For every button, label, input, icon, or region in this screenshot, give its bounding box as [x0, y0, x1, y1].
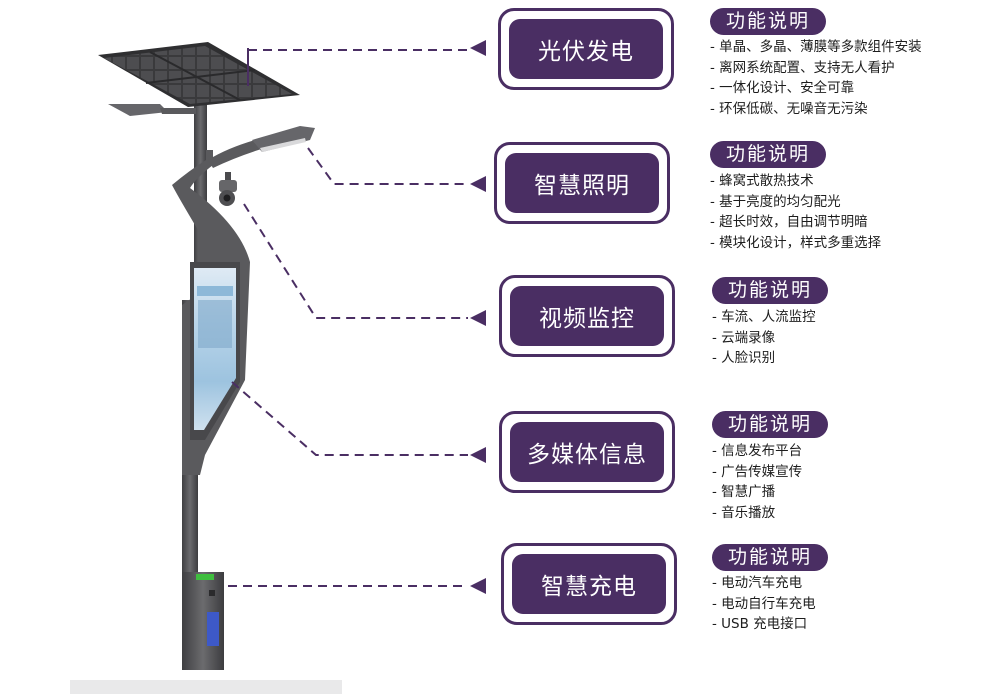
desc-title-solar: 功能说明	[710, 8, 827, 35]
list-item: 车流、人流监控	[712, 307, 816, 328]
list-item: 电动自行车充电	[712, 594, 816, 615]
feature-list-video: 车流、人流监控 云端录像 人脸识别	[712, 307, 816, 369]
feature-list-lighting: 蜂窝式散热技术 基于亮度的均匀配光 超长时效，自由调节明暗 模块化设计，样式多重…	[710, 171, 881, 253]
camera-icon	[219, 172, 237, 206]
feature-box-video: 视频监控	[499, 275, 675, 357]
list-item: 单晶、多晶、薄膜等多款组件安装	[710, 37, 922, 58]
list-item: 人脸识别	[712, 348, 816, 369]
charging-pile-icon	[182, 572, 224, 670]
list-item: 离网系统配置、支持无人看护	[710, 58, 922, 79]
feature-title-video: 视频监控	[510, 286, 664, 346]
feature-list-charging: 电动汽车充电 电动自行车充电 USB 充电接口	[712, 573, 816, 635]
feature-title-media: 多媒体信息	[510, 422, 664, 482]
connector-media	[231, 381, 468, 456]
arrow-left-icon	[470, 176, 486, 192]
list-item: 信息发布平台	[712, 441, 802, 462]
arrow-left-icon	[470, 447, 486, 463]
display-screen-icon	[190, 262, 240, 440]
feature-title-lighting: 智慧照明	[505, 153, 659, 213]
arrow-left-icon	[470, 40, 486, 56]
desc-title-lighting: 功能说明	[710, 141, 827, 168]
list-item: 智慧广播	[712, 482, 802, 503]
arrow-left-icon	[470, 310, 486, 326]
desc-title-charging: 功能说明	[712, 544, 829, 571]
list-item: 超长时效，自由调节明暗	[710, 212, 881, 233]
ground-shadow	[70, 680, 342, 694]
feature-title-charging: 智慧充电	[512, 554, 666, 614]
lamp-head-icon	[108, 104, 315, 152]
list-item: USB 充电接口	[712, 614, 816, 635]
list-item: 云端录像	[712, 328, 816, 349]
arrow-left-icon	[470, 578, 486, 594]
list-item: 广告传媒宣传	[712, 462, 802, 483]
feature-box-solar: 光伏发电	[498, 8, 674, 90]
desc-title-video: 功能说明	[712, 277, 829, 304]
list-item: 电动汽车充电	[712, 573, 816, 594]
feature-list-solar: 单晶、多晶、薄膜等多款组件安装 离网系统配置、支持无人看护 一体化设计、安全可靠…	[710, 37, 922, 119]
feature-box-charging: 智慧充电	[501, 543, 677, 625]
solar-panel-icon	[98, 42, 300, 107]
arrow-icons	[470, 40, 486, 594]
desc-title-media: 功能说明	[712, 411, 829, 438]
list-item: 模块化设计，样式多重选择	[710, 233, 881, 254]
feature-title-solar: 光伏发电	[509, 19, 663, 79]
connector-video	[243, 203, 468, 319]
feature-list-media: 信息发布平台 广告传媒宣传 智慧广播 音乐播放	[712, 441, 802, 523]
connector-lines	[228, 49, 468, 587]
list-item: 基于亮度的均匀配光	[710, 192, 881, 213]
feature-box-lighting: 智慧照明	[494, 142, 670, 224]
list-item: 蜂窝式散热技术	[710, 171, 881, 192]
list-item: 一体化设计、安全可靠	[710, 78, 922, 99]
list-item: 音乐播放	[712, 503, 802, 524]
connector-lighting	[307, 147, 468, 185]
list-item: 环保低碳、无噪音无污染	[710, 99, 922, 120]
feature-box-media: 多媒体信息	[499, 411, 675, 493]
